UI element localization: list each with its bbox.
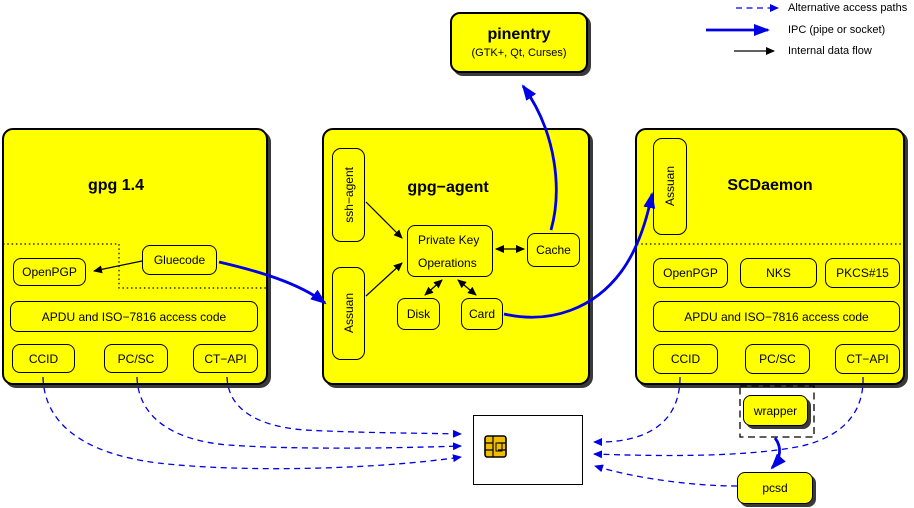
- pinentry-subtitle: (GTK+, Qt, Curses): [471, 47, 567, 59]
- scdaemon-title: SCDaemon: [727, 177, 813, 194]
- gpg14-title: gpg 1.4: [87, 177, 144, 194]
- gpg-agent-title: gpg−agent: [407, 179, 489, 196]
- node-openpgp-scdaemon: OpenPGP: [653, 258, 728, 288]
- legend-internal-label: Internal data flow: [788, 45, 872, 57]
- ssh-agent-label: ssh−agent: [341, 167, 356, 223]
- assuan-scdaemon-label: Assuan: [663, 166, 677, 207]
- node-ssh-agent: ssh−agent: [332, 148, 365, 242]
- node-assuan-gpg-agent: Assuan: [332, 267, 365, 360]
- node-ccid-scdaemon: CCID: [653, 344, 718, 374]
- node-private-key-operations: Private Key Operations: [407, 225, 493, 277]
- dashed-gpg14-ccid-to-card: [42, 376, 462, 470]
- node-disk: Disk: [397, 298, 440, 330]
- node-gluecode: Gluecode: [142, 245, 217, 275]
- node-apdu-gpg14: APDU and ISO−7816 access code: [10, 301, 258, 332]
- node-pcsc-gpg14: PC/SC: [104, 344, 168, 373]
- node-cache: Cache: [527, 233, 580, 267]
- node-wrapper: wrapper: [743, 395, 808, 426]
- node-nks: NKS: [740, 258, 817, 288]
- dashed-scdaemon-ccid-to-card: [593, 376, 681, 446]
- pinentry-title: pinentry: [487, 26, 551, 43]
- pko-line2: Operations: [418, 255, 477, 270]
- assuan-gpg-agent-label: Assuan: [341, 293, 356, 334]
- node-pcsc-scdaemon: PC/SC: [745, 344, 810, 374]
- node-openpgp-gpg14: OpenPGP: [13, 258, 86, 286]
- node-card: Card: [461, 298, 503, 330]
- pko-line1: Private Key: [418, 232, 480, 247]
- dashed-gpg14-ctapi-to-card: [226, 376, 462, 438]
- pinentry-box: pinentry (GTK+, Qt, Curses): [450, 12, 588, 73]
- dashed-pcsd-to-card: [594, 464, 738, 487]
- smartcard: [473, 415, 583, 485]
- node-pkcs15: PKCS#15: [825, 258, 900, 288]
- node-ctapi-gpg14: CT−API: [193, 344, 258, 373]
- node-ccid-gpg14: CCID: [12, 344, 75, 373]
- node-assuan-scdaemon: Assuan: [653, 138, 687, 235]
- legend-alt-access-label: Alternative access paths: [788, 2, 908, 14]
- node-pcsd: pcsd: [737, 472, 813, 504]
- node-apdu-scdaemon: APDU and ISO−7816 access code: [653, 301, 900, 332]
- arrow-ipc-wrapper-to-pcsd: [770, 437, 786, 470]
- dashed-scdaemon-ctapi-to-card: [593, 376, 864, 459]
- dashed-gpg14-pcsc-to-card: [136, 376, 462, 451]
- legend-ipc-label: IPC (pipe or socket): [788, 24, 886, 36]
- node-ctapi-scdaemon: CT−API: [835, 344, 900, 374]
